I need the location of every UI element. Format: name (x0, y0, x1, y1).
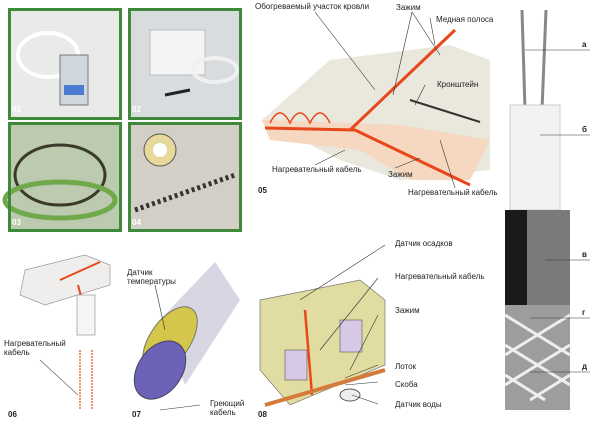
label-clamp: Зажим (388, 170, 413, 179)
label-a: а (582, 40, 587, 49)
label-b: б (582, 125, 587, 134)
facade-diagram (259, 244, 386, 407)
label-heating-cable: Греющий кабель (210, 399, 245, 417)
label-roof-area: Обогреваемый участок кровли (255, 2, 370, 11)
label-clamp: Зажим (396, 3, 421, 12)
figure-number: 08 (258, 410, 267, 419)
label-v: в (582, 250, 587, 259)
figure-number: 09 (508, 410, 517, 419)
figure-number: 05 (258, 186, 267, 195)
label-temp-sensor: Датчик температуры (127, 268, 176, 286)
figure-number: 06 (8, 410, 17, 419)
photo-01 (8, 8, 122, 120)
label-heating-cable: Нагревательный кабель (395, 272, 485, 281)
label-water-sensor: Датчик воды (395, 400, 442, 409)
photo-number: 01 (12, 105, 21, 114)
downpipe-diagram (19, 254, 111, 410)
label-g: г (582, 308, 586, 317)
label-bracket: Кронштейн (437, 80, 479, 89)
photo-number: 03 (12, 218, 21, 227)
label-heating-cable: Нагревательный кабель (408, 188, 498, 197)
photo-junction-box (130, 10, 240, 118)
roof-diagram (262, 11, 490, 189)
label-bracket: Скоба (395, 380, 418, 389)
photo-02 (128, 8, 242, 120)
photo-04 (128, 122, 242, 232)
label-precip-sensor: Датчик осадков (395, 239, 453, 248)
cable-cross-section (504, 9, 590, 410)
label-clamp: Зажим (395, 306, 420, 315)
photo-number: 04 (132, 218, 141, 227)
label-heating-cable: Нагревательный кабель (4, 339, 66, 357)
photo-tape-clips (130, 124, 240, 230)
label-copper-strip: Медная полоса (436, 15, 494, 24)
pipe-diagram (133, 262, 240, 411)
label-d: д (582, 362, 588, 371)
label-tray: Лоток (395, 362, 417, 371)
figure-number: 07 (132, 410, 141, 419)
label-heating-cable: Нагревательный кабель (272, 165, 362, 174)
photo-thermostat (10, 10, 120, 118)
photo-03 (8, 122, 122, 232)
photo-number: 02 (132, 105, 141, 114)
photo-cable-coil (2, 124, 120, 230)
